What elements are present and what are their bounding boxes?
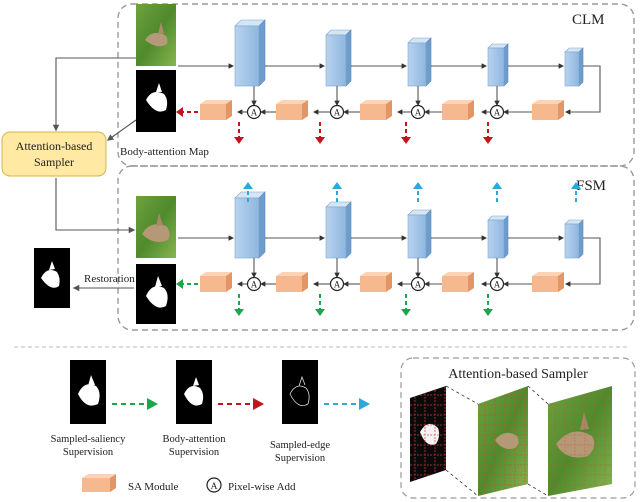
sa-module-5: [532, 272, 564, 292]
svg-text:A: A: [251, 108, 258, 118]
svg-text:A: A: [334, 280, 341, 290]
encoder-block-2: [325, 201, 352, 259]
edge-supervision-arrow-2: [332, 182, 342, 202]
encoder-block-1: [234, 19, 266, 87]
legend-saliency-line1: Sampled-saliency: [51, 434, 126, 445]
encoder-block-1: [234, 191, 266, 259]
legend-sa-module-icon: [82, 474, 116, 492]
pixel-add-node-2: A: [329, 104, 345, 120]
svg-text:A: A: [251, 280, 258, 290]
pixel-add-node-1: A: [246, 104, 262, 120]
clm-frame: [117, 3, 635, 167]
body-attention-supervision-arrow-4: [483, 122, 493, 144]
sa-module-1: [200, 272, 232, 292]
fsm-title: FSM: [576, 178, 606, 194]
sa-module-3: [360, 272, 392, 292]
pixel-add-icon: A: [206, 477, 222, 493]
pixel-add-node-1: A: [246, 276, 262, 292]
sa-module-1: [200, 100, 232, 120]
svg-text:A: A: [334, 108, 341, 118]
encoder-block-2: [325, 29, 352, 87]
pixel-add-node-4: A: [489, 104, 505, 120]
body-attention-map-image: [136, 70, 176, 132]
decoder-entry-link: [564, 65, 601, 115]
sampler-inset-projection-lines: [445, 385, 549, 497]
sampler-inset-grid-map: [410, 386, 446, 482]
sa-module-2: [276, 100, 308, 120]
clm-title: CLM: [572, 12, 605, 28]
sampler-to-fsm-arrow: [55, 178, 136, 234]
fsm-frame: [117, 165, 635, 331]
encoder-block-4: [487, 215, 509, 259]
body-attention-map-label: Body-attention Map: [120, 146, 209, 158]
body-attention-supervision-arrow-1: [234, 122, 244, 144]
legend-edge-line2: Supervision: [275, 453, 326, 464]
edge-supervision-arrow-1: [243, 182, 253, 202]
svg-text:A: A: [494, 108, 501, 118]
edge-supervision-arrow-3: [413, 182, 423, 202]
saliency-supervision-arrow-3: [401, 294, 411, 316]
attention-sampler-label-2: Sampler: [34, 155, 74, 169]
encoder-block-3: [407, 37, 432, 87]
legend-body-attention-line1: Body-attention: [163, 434, 227, 445]
fsm-input-image: [136, 196, 176, 258]
clm-to-sampler-arrow: [52, 57, 136, 132]
attention-sampler-label-1: Attention-based: [16, 139, 93, 153]
sampler-inset-frame: [400, 357, 636, 499]
encoder-block-3: [407, 209, 432, 259]
sampler-inset-warped-image: [478, 386, 528, 496]
legend-edge-line1: Sampled-edge: [270, 440, 330, 451]
legend-body-attention-line2: Supervision: [169, 447, 220, 458]
legend-sa-module-label: SA Module: [128, 481, 179, 493]
sa-module-4: [442, 272, 474, 292]
sa-module-3: [360, 100, 392, 120]
sa-module-5: [532, 100, 564, 120]
legend-pixel-add-label: Pixel-wise Add: [228, 481, 296, 493]
restoration-label: Restoration: [84, 273, 135, 285]
edge-supervision-arrow-5: [571, 182, 581, 202]
pixel-add-node-3: A: [410, 104, 426, 120]
svg-text:A: A: [415, 280, 422, 290]
pixel-add-node-2: A: [329, 276, 345, 292]
sampler-inset-title: Attention-based Sampler: [448, 367, 588, 382]
attention-sampler-box: [1, 131, 107, 177]
sa-module-4: [442, 100, 474, 120]
encoder-block-5: [564, 219, 584, 259]
sa-module-2: [276, 272, 308, 292]
encoder-block-4: [487, 43, 509, 87]
edge-supervision-arrow-4: [492, 182, 502, 202]
saliency-supervision-arrow-out: [176, 279, 198, 289]
restored-saliency: [34, 248, 70, 308]
svg-text:A: A: [415, 108, 422, 118]
fsm-output-saliency: [136, 264, 176, 324]
map-to-sampler-arrow: [106, 119, 137, 141]
pixel-add-node-4: A: [489, 276, 505, 292]
svg-text:A: A: [211, 482, 218, 492]
encoder-block-5: [564, 47, 584, 87]
pixel-add-node-3: A: [410, 276, 426, 292]
body-attention-supervision-arrow-3: [401, 122, 411, 144]
legend-saliency-supervision: [70, 360, 158, 424]
sampler-inset-sampled-image: [548, 386, 612, 496]
body-attention-supervision-arrow-2: [315, 122, 325, 144]
svg-text:A: A: [494, 280, 501, 290]
legend-saliency-line2: Supervision: [63, 447, 114, 458]
legend-body-attention-supervision: [176, 360, 264, 424]
decoder-entry-link: [564, 237, 601, 287]
saliency-supervision-arrow-1: [234, 294, 244, 316]
legend-edge-supervision: [282, 360, 370, 424]
saliency-supervision-arrow-2: [315, 294, 325, 316]
body-attention-supervision-arrow-out: [176, 107, 198, 117]
clm-input-image: [136, 4, 176, 66]
saliency-supervision-arrow-4: [483, 294, 493, 316]
